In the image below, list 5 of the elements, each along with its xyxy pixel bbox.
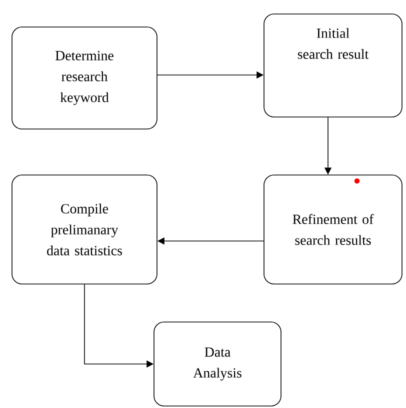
process-box: Initial search result [264,14,402,118]
process-box: Data Analysis [154,322,282,406]
process-box: Refinement of search results [264,174,402,284]
process-box: Compile prelimanary data statistics [12,174,158,284]
process-box: Determine research keyword [12,26,158,130]
